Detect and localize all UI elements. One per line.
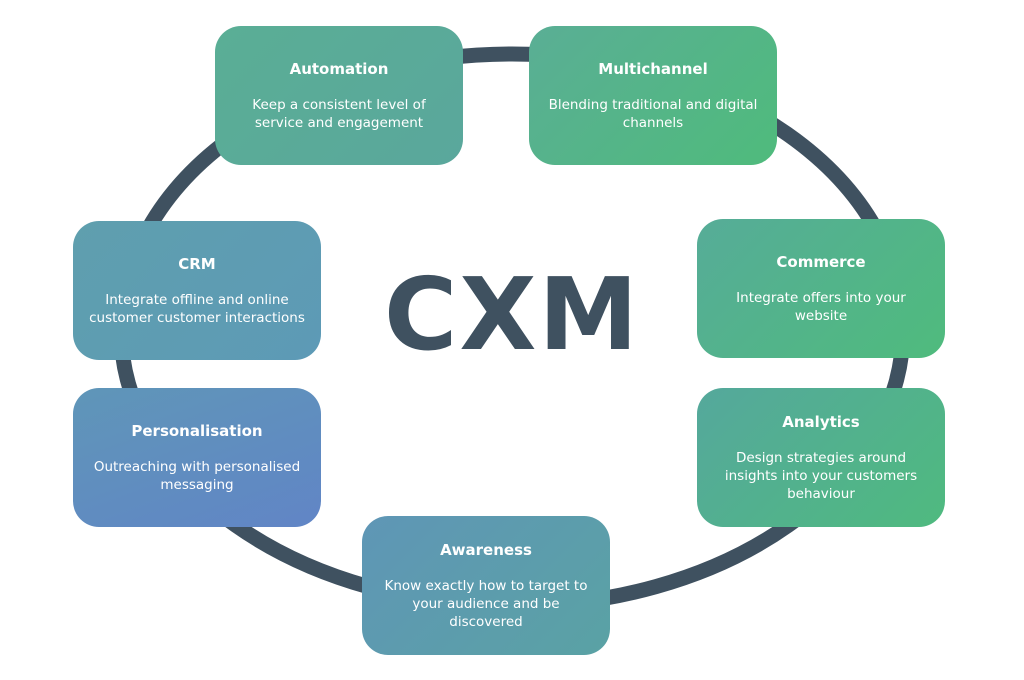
card-description: Integrate offline and online customer cu…: [89, 291, 305, 326]
card-title: Awareness: [440, 540, 532, 559]
card-title: Automation: [289, 59, 389, 78]
card-title: Personalisation: [131, 421, 263, 440]
card-description: Keep a consistent level of service and e…: [252, 96, 426, 131]
card-title: Analytics: [782, 412, 860, 431]
card-analytics: Analytics Design strategies around insig…: [697, 388, 945, 527]
card-multichannel: Multichannel Blending traditional and di…: [529, 26, 777, 165]
card-description: Blending traditional and digital channel…: [548, 96, 758, 131]
card-description: Know exactly how to target to your audie…: [384, 577, 588, 630]
card-description: Integrate offers into your website: [736, 289, 906, 324]
center-title: CXM: [384, 256, 640, 373]
card-crm: CRM Integrate offline and online custome…: [73, 221, 321, 360]
card-personalisation: Personalisation Outreaching with persona…: [73, 388, 321, 527]
card-awareness: Awareness Know exactly how to target to …: [362, 516, 610, 655]
card-commerce: Commerce Integrate offers into your webs…: [697, 219, 945, 358]
card-automation: Automation Keep a consistent level of se…: [215, 26, 463, 165]
card-description: Design strategies around insights into y…: [724, 449, 918, 502]
card-title: Multichannel: [598, 59, 708, 78]
card-title: Commerce: [776, 252, 866, 271]
card-title: CRM: [178, 254, 216, 273]
card-description: Outreaching with personalised messaging: [93, 458, 301, 493]
